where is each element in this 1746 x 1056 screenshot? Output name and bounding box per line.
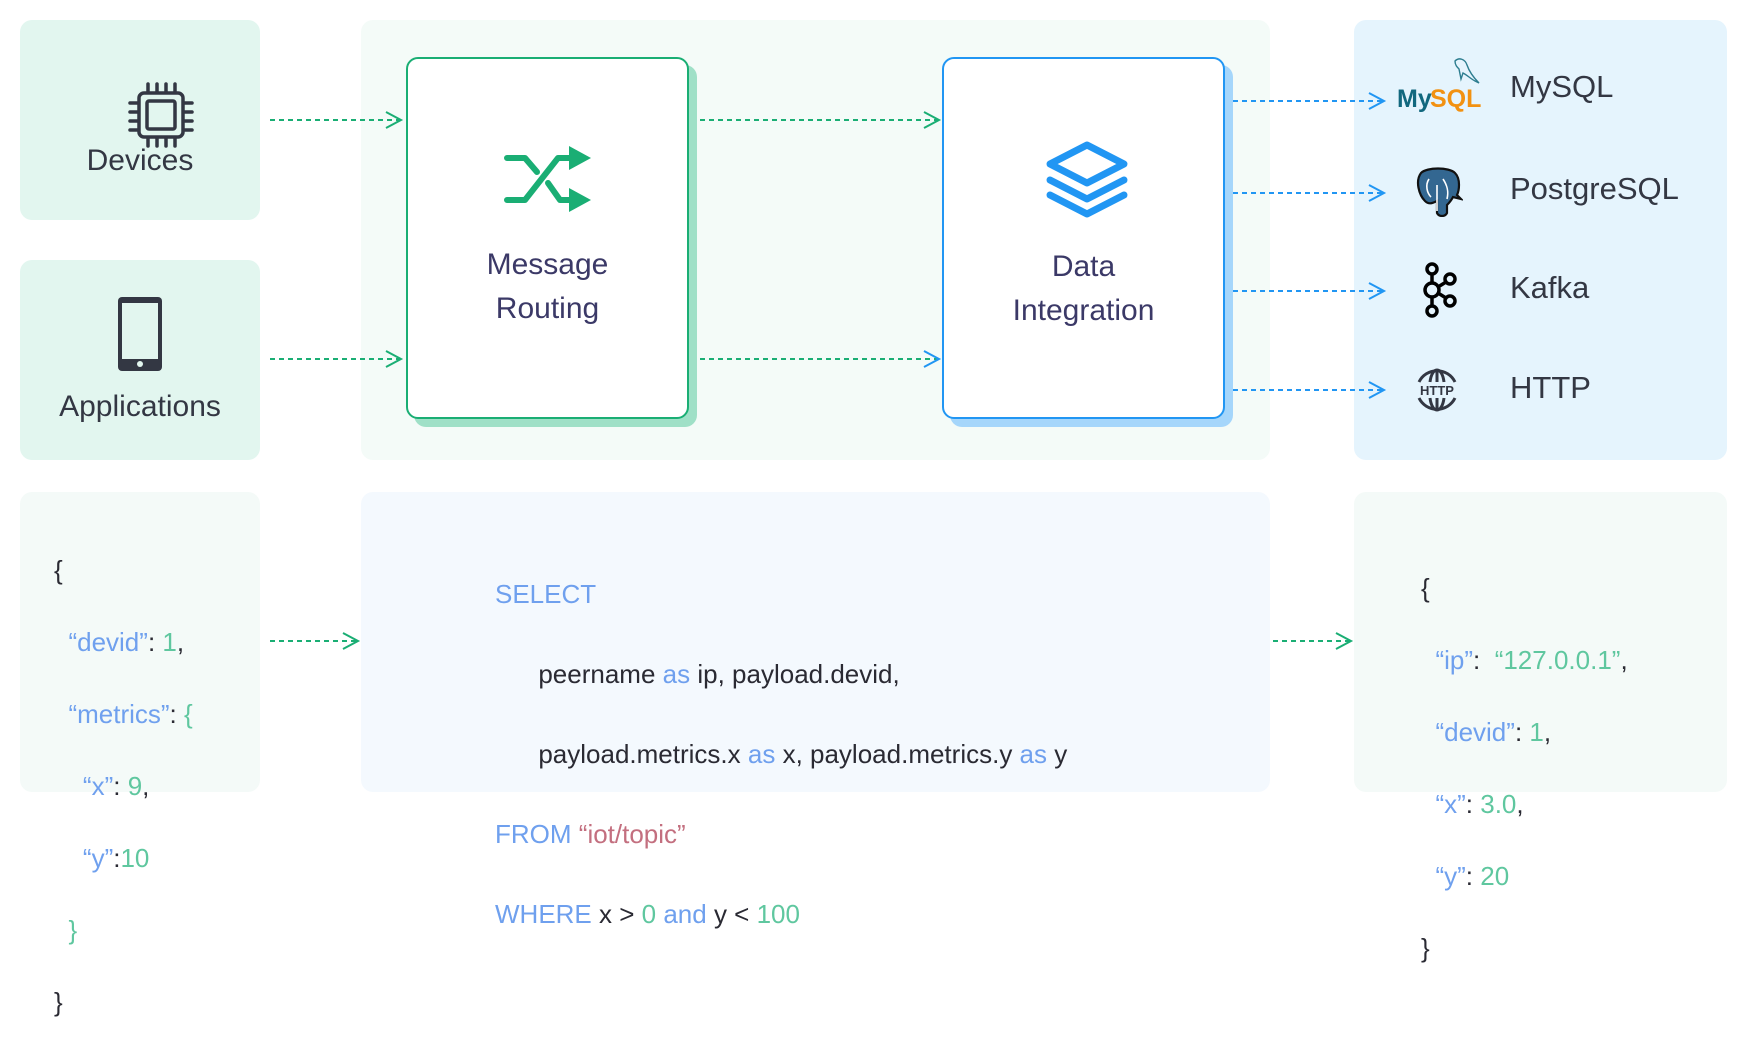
title-line-2: Integration	[1012, 294, 1155, 327]
json-key: “x”	[82, 771, 114, 801]
sql-keyword: as	[662, 659, 691, 689]
input-payload-panel	[20, 492, 260, 792]
destination-label: MySQL	[1510, 69, 1614, 104]
json-value: 1	[1529, 717, 1544, 747]
sql-number: 100	[756, 899, 800, 929]
json-value: “127.0.0.1”	[1494, 645, 1621, 675]
sql-keyword: and	[656, 899, 707, 929]
destination-kafka[interactable]: Kafka	[1390, 262, 1720, 322]
destinations-panel	[1354, 20, 1727, 460]
destination-mysql[interactable]: My SQL MySQL	[1390, 55, 1720, 115]
json-value: 10	[120, 843, 150, 873]
mysql-logo-my: My	[1397, 85, 1432, 113]
code-line: {	[1421, 570, 1628, 606]
http-icon-text: HTTP	[1420, 383, 1454, 398]
code-line: WHERE x > 0 and y < 100	[495, 894, 1067, 934]
code-line: }	[1421, 930, 1628, 966]
source-label: Applications	[59, 390, 221, 423]
sql-text: x, payload.metrics.y	[775, 739, 1020, 769]
json-key: “y”	[82, 843, 114, 873]
brace-close: }	[1421, 933, 1430, 963]
brace-open: {	[1421, 573, 1430, 603]
postgresql-elephant-icon	[1416, 167, 1463, 217]
code-line: “x”: 3.0,	[1435, 789, 1524, 819]
sql-topic-string: “iot/topic”	[578, 819, 686, 849]
code-line: “y”:10	[82, 843, 150, 873]
code-line: “devid”: 1,	[1435, 717, 1552, 747]
code-line: }	[54, 984, 193, 1020]
sql-text: ip, payload.devid,	[690, 659, 900, 689]
sql-keyword: FROM	[495, 819, 572, 849]
json-value: 20	[1480, 861, 1510, 891]
http-globe-icon: HTTP	[1417, 368, 1457, 412]
kafka-icon	[1423, 262, 1457, 318]
sql-keyword: as	[747, 739, 776, 769]
code-line: “ip”: “127.0.0.1”,	[1435, 645, 1628, 675]
sql-text: y	[1047, 739, 1068, 769]
json-key: “devid”	[68, 627, 148, 657]
sql-number: 0	[641, 899, 657, 929]
sql-rule-panel	[361, 492, 1270, 792]
output-payload-code: { “ip”: “127.0.0.1”, “devid”: 1, “x”: 3.…	[1421, 534, 1628, 1002]
title-line-2: Routing	[495, 292, 600, 325]
destination-label: Kafka	[1510, 270, 1590, 305]
source-applications[interactable]: Applications	[20, 260, 260, 460]
title-line-1: Message	[486, 248, 609, 281]
data-integration-title: Data Integration	[944, 245, 1223, 333]
layers-icon	[1046, 141, 1128, 218]
output-payload-panel	[1354, 492, 1727, 792]
code-line: payload.metrics.x as x, payload.metrics.…	[495, 734, 1067, 774]
json-value: 1	[162, 627, 177, 657]
destination-http[interactable]: HTTP HTTP	[1390, 362, 1720, 422]
sql-keyword: WHERE	[495, 899, 592, 929]
title-line-1: Data	[1051, 250, 1116, 283]
destination-postgresql[interactable]: PostgreSQL	[1390, 163, 1720, 223]
sql-rule-code: SELECT peername as ip, payload.devid, pa…	[495, 534, 1067, 974]
smartphone-icon	[118, 297, 162, 371]
input-payload-code: { “devid”: 1, “metrics”: { “x”: 9, “y”:1…	[54, 516, 193, 1056]
code-line: “metrics”: {	[68, 699, 193, 729]
source-devices[interactable]: Devices	[20, 20, 260, 220]
brace-open: {	[184, 699, 193, 729]
code-line: “devid”: 1,	[68, 627, 185, 657]
json-key: “x”	[1435, 789, 1466, 819]
code-line: SELECT	[495, 574, 1067, 614]
sql-keyword: SELECT	[495, 579, 597, 609]
shuffle-icon	[504, 146, 591, 212]
message-routing-title: Message Routing	[408, 243, 687, 331]
mysql-logo-sql: SQL	[1430, 85, 1481, 113]
json-key: “metrics”	[68, 699, 170, 729]
connectors	[270, 92, 1387, 650]
json-key: “devid”	[1435, 717, 1515, 747]
sql-keyword: as	[1019, 739, 1048, 769]
json-key: “ip”	[1435, 645, 1474, 675]
chip-icon	[128, 82, 194, 148]
destination-label: HTTP	[1510, 370, 1591, 405]
code-line: }	[54, 912, 193, 948]
json-value: 9	[127, 771, 143, 801]
mysql-logo-icon: My SQL	[1397, 58, 1481, 113]
json-key: “y”	[1435, 861, 1466, 891]
brace-close: }	[68, 915, 78, 945]
source-label: Devices	[86, 144, 194, 177]
code-line: “x”: 9,	[82, 771, 150, 801]
sql-text: payload.metrics.x	[538, 739, 748, 769]
brace-close: }	[54, 987, 63, 1017]
sql-text: peername	[538, 659, 663, 689]
code-line: “y”: 20	[1435, 861, 1510, 891]
data-integration-card[interactable]: Data Integration	[942, 57, 1225, 419]
code-line: FROM “iot/topic”	[495, 814, 1067, 854]
destination-label: PostgreSQL	[1510, 171, 1679, 206]
sql-text: x >	[591, 899, 642, 929]
code-line: peername as ip, payload.devid,	[495, 654, 1067, 694]
brace-open: {	[54, 555, 63, 585]
sql-text: y <	[706, 899, 757, 929]
code-line: {	[54, 552, 193, 588]
message-routing-card[interactable]: Message Routing	[406, 57, 689, 419]
json-value: 3.0	[1480, 789, 1517, 819]
